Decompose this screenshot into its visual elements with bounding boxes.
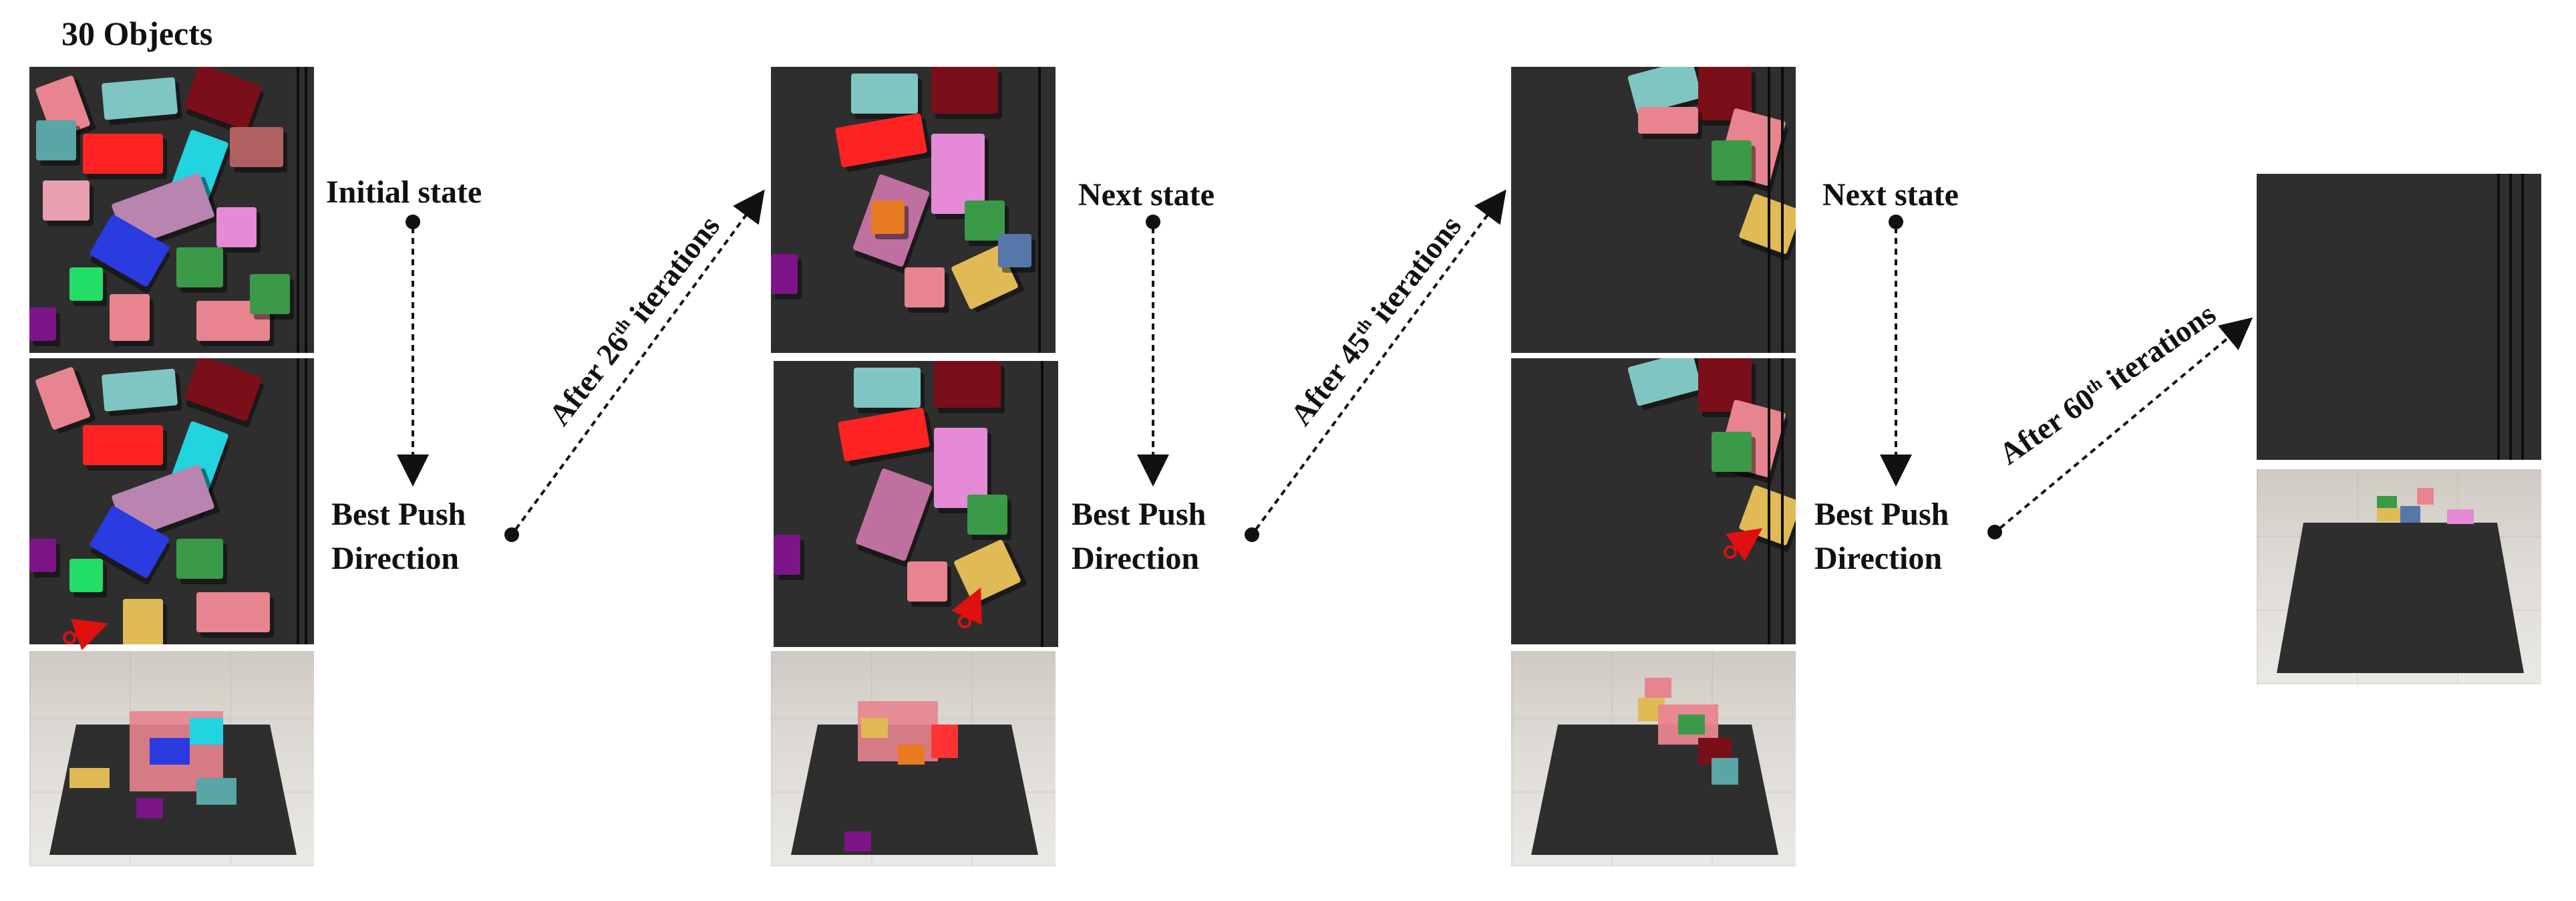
stage2-side-scene <box>771 651 1056 866</box>
stage2-push-label-line1: Best Push <box>1072 496 1206 533</box>
stage3-side-scene <box>1511 651 1796 866</box>
stage3-state-label: Next state <box>1822 176 1959 213</box>
stage3-side-view-image <box>1511 651 1796 866</box>
stage2-top-state-image <box>771 67 1056 353</box>
stage3-push-label-line2: Direction <box>1814 540 1942 577</box>
final-top-state-image <box>2257 174 2541 460</box>
transition2-start-dot <box>1245 527 1259 542</box>
stage2-state-dot <box>1146 215 1160 229</box>
transition1-label: After 26th iterations <box>542 209 727 432</box>
transition1-arrow <box>516 194 762 529</box>
stage3-top-state-image <box>1511 67 1796 353</box>
stage2-top-push-image <box>774 361 1058 647</box>
stage2-push-label-line2: Direction <box>1072 540 1199 577</box>
stage1-top-state-image <box>29 67 314 353</box>
stage1-state-label: Initial state <box>326 174 482 211</box>
stage1-push-label-line2: Direction <box>331 540 459 577</box>
stage2-state-label: Next state <box>1078 176 1215 213</box>
stage1-push-label-line1: Best Push <box>331 496 466 533</box>
stage3-state-dot <box>1889 215 1903 229</box>
transition2-label: After 45th iterations <box>1283 209 1468 432</box>
transition3-start-dot <box>1987 525 2002 539</box>
figure-title: 30 Objects <box>61 15 212 53</box>
stage3-top-push-image <box>1511 358 1796 644</box>
final-side-scene <box>2257 469 2541 684</box>
transition2-arrow <box>1256 194 1503 529</box>
stage2-side-view-image <box>771 651 1056 866</box>
stage1-side-view-image <box>29 651 314 866</box>
stage3-push-label-line1: Best Push <box>1814 496 1949 533</box>
transition1-start-dot <box>504 527 519 542</box>
final-side-view-image <box>2257 469 2541 684</box>
stage1-side-scene <box>29 651 314 866</box>
stage1-top-push-image <box>29 358 314 644</box>
transition3-label: After 60th iterations <box>1993 297 2223 473</box>
stage1-state-dot <box>406 215 420 229</box>
